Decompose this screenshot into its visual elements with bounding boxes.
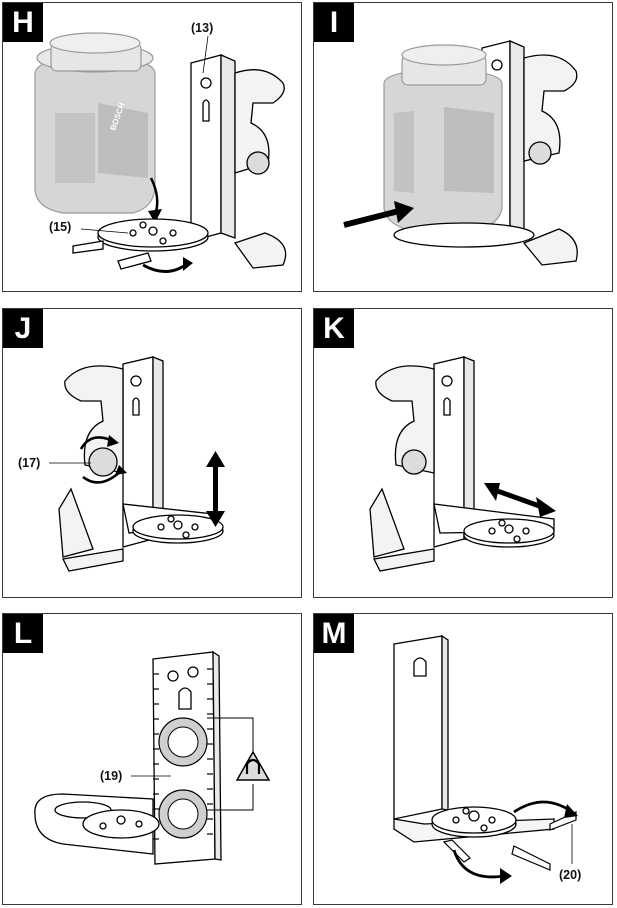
rotating-plate: [72, 218, 209, 270]
panel-letter-i: I: [314, 3, 354, 42]
down-arrow-icon: [148, 177, 162, 223]
rotate-arrow-icon: [142, 257, 193, 273]
holder-bracket: [190, 54, 287, 269]
laser-device: [34, 32, 156, 214]
callout-13: (13): [191, 21, 214, 35]
rotating-plate: [431, 806, 517, 838]
rotating-plate: [132, 514, 224, 544]
callout-15: (15): [49, 220, 72, 234]
rotating-plate: [463, 518, 555, 548]
horizontal-double-arrow-icon: [484, 483, 556, 517]
panel-l: L: [2, 613, 302, 905]
magnet-warning-icon: [207, 717, 271, 811]
panel-i: I: [313, 2, 613, 292]
magnet-lower: [158, 789, 208, 839]
illustration-bracket-stand: [393, 634, 578, 884]
panel-letter-l: L: [3, 614, 43, 653]
illustration-mount-laser-on-holder: BOSCH: [34, 32, 287, 273]
illustration-height-adjust: [49, 356, 225, 572]
callout-19: (19): [100, 769, 123, 783]
panel-letter-h: H: [3, 3, 43, 42]
panel-letter-m: M: [314, 614, 354, 653]
illustration-magnets: [34, 650, 271, 865]
illustration-plate-slide: [369, 356, 556, 572]
fold-out-foot: [442, 811, 577, 871]
callout-17: (17): [18, 456, 41, 470]
panel-j: J: [2, 308, 302, 598]
panel-h: H BOSCH: [2, 2, 302, 292]
callout-20: (20): [559, 868, 582, 882]
vertical-double-arrow-icon: [206, 451, 225, 527]
panel-m: M (20): [313, 613, 613, 905]
rotate-arrow-icon: [452, 800, 578, 884]
base-plate: [393, 222, 535, 248]
magnet-upper: [158, 717, 208, 767]
push-arrow-icon: [343, 201, 414, 228]
base-plate: [34, 793, 160, 855]
panel-letter-k: K: [314, 309, 354, 348]
knob: [88, 447, 118, 477]
holder-bracket: [369, 356, 555, 572]
illustration-slide-laser-in: [343, 40, 578, 266]
panel-letter-j: J: [3, 309, 43, 348]
panel-k: K: [313, 308, 613, 598]
